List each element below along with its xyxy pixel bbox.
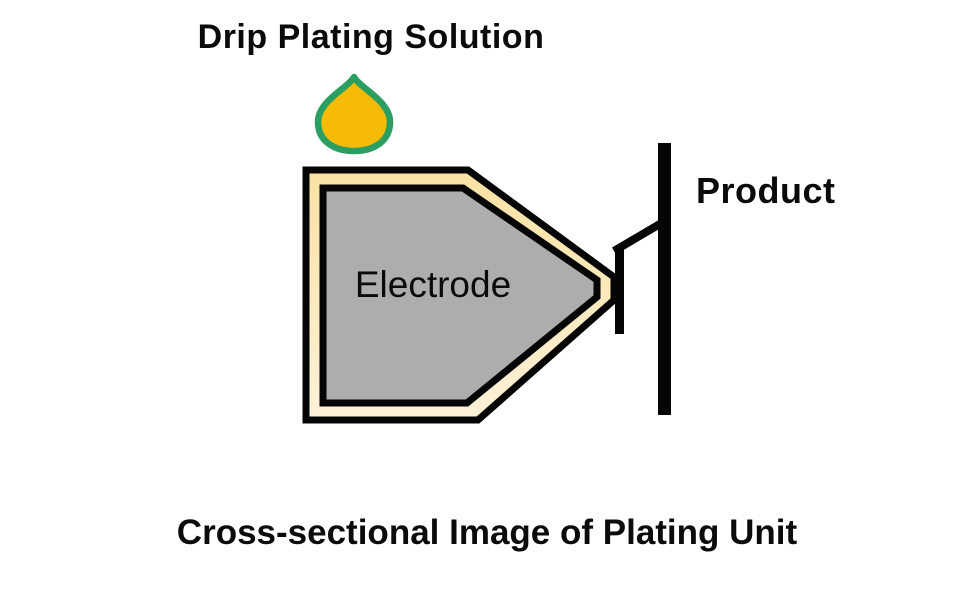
electrode-core-shape: [319, 184, 601, 407]
diagram-caption: Cross-sectional Image of Plating Unit: [176, 513, 798, 552]
diagram-title: Drip Plating Solution: [197, 18, 545, 56]
product-label: Product: [696, 170, 836, 211]
electrode-label: Electrode: [354, 264, 512, 305]
plating-solution-drop-outline: [314, 73, 394, 155]
